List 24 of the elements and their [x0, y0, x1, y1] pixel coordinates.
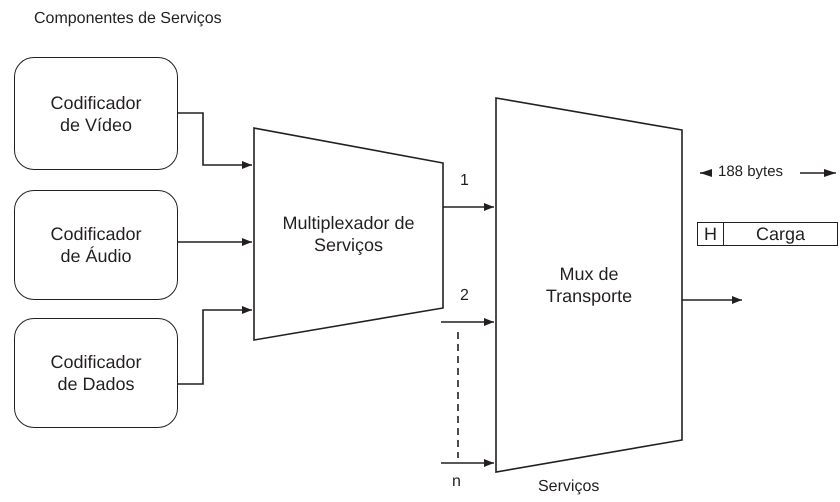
multiplexer-block — [254, 128, 443, 340]
arrow — [178, 112, 252, 169]
node-label: Multiplexador de Serviços — [281, 212, 416, 256]
node-label: H — [704, 223, 717, 245]
node-label: Codificador de Áudio — [49, 223, 143, 267]
packet-field — [697, 222, 724, 246]
node-label: Carga — [756, 223, 806, 245]
encoder-box — [14, 318, 178, 428]
dimension-label: 188 bytes — [716, 163, 786, 180]
arrow — [441, 459, 495, 467]
packet-field — [723, 222, 838, 246]
node-label: Mux de Transporte — [544, 263, 634, 307]
arrow — [441, 318, 495, 326]
node-label: Codificador de Vídeo — [49, 92, 143, 136]
group-label: Serviços — [538, 478, 600, 496]
encoder-box — [14, 57, 178, 170]
arrow — [682, 296, 743, 304]
multiplexer-block — [496, 98, 682, 472]
diagram-title: Componentes de Serviços — [34, 10, 222, 28]
encoder-box — [14, 190, 178, 300]
arrow — [178, 238, 253, 246]
node-label: Codificador de Dados — [49, 351, 143, 395]
arrow — [443, 203, 495, 211]
arrow — [178, 306, 252, 385]
